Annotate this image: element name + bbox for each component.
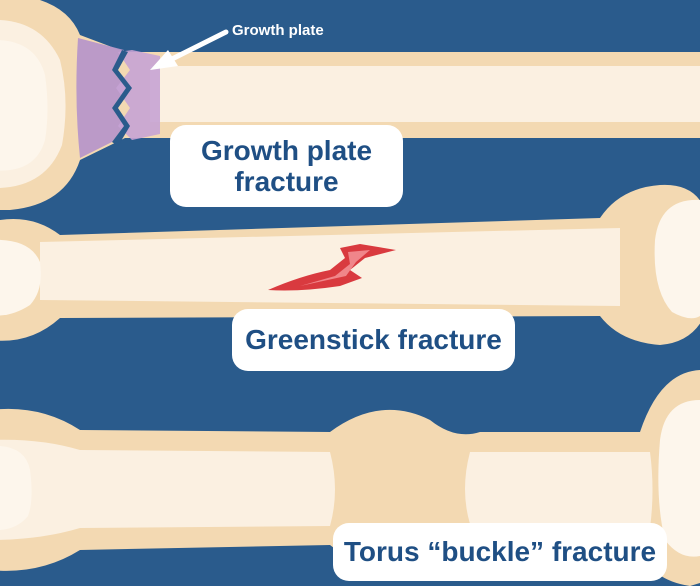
bone-shaft-inner-left: [0, 439, 335, 540]
bone-shaft-inner: [150, 66, 700, 122]
bone-head-right-marrow: [658, 400, 700, 557]
label-greenstick-fracture: Greenstick fracture: [232, 309, 515, 371]
label-growth-plate-line2: fracture: [234, 166, 339, 197]
growth-plate-callout: Growth plate: [232, 22, 324, 39]
crack-highlight: [300, 250, 370, 286]
crack-icon: [268, 244, 396, 291]
crack-icon: [112, 50, 132, 146]
label-torus-text: Torus “buckle” fracture: [343, 536, 657, 568]
bone-head-left-marrow: [0, 446, 32, 530]
label-growth-plate-fracture: Growth plate fracture: [170, 125, 403, 207]
label-torus-fracture: Torus “buckle” fracture: [333, 523, 667, 581]
bone-shaft-inner: [40, 228, 620, 306]
bone-growth-plate: [0, 0, 700, 210]
bone-head-right-marrow: [654, 199, 700, 319]
bone-greenstick: [0, 184, 700, 345]
bone-marrow: [0, 40, 48, 171]
arrow-icon: [150, 29, 229, 70]
label-growth-plate-line1: Growth plate: [200, 134, 373, 166]
growth-plate-zone-right: [116, 50, 160, 140]
label-greenstick-text: Greenstick fracture: [245, 324, 502, 356]
bone-shaft-inner-right: [465, 452, 653, 528]
growth-plate-zone: [76, 38, 126, 158]
bone-head-left-marrow: [0, 239, 41, 316]
